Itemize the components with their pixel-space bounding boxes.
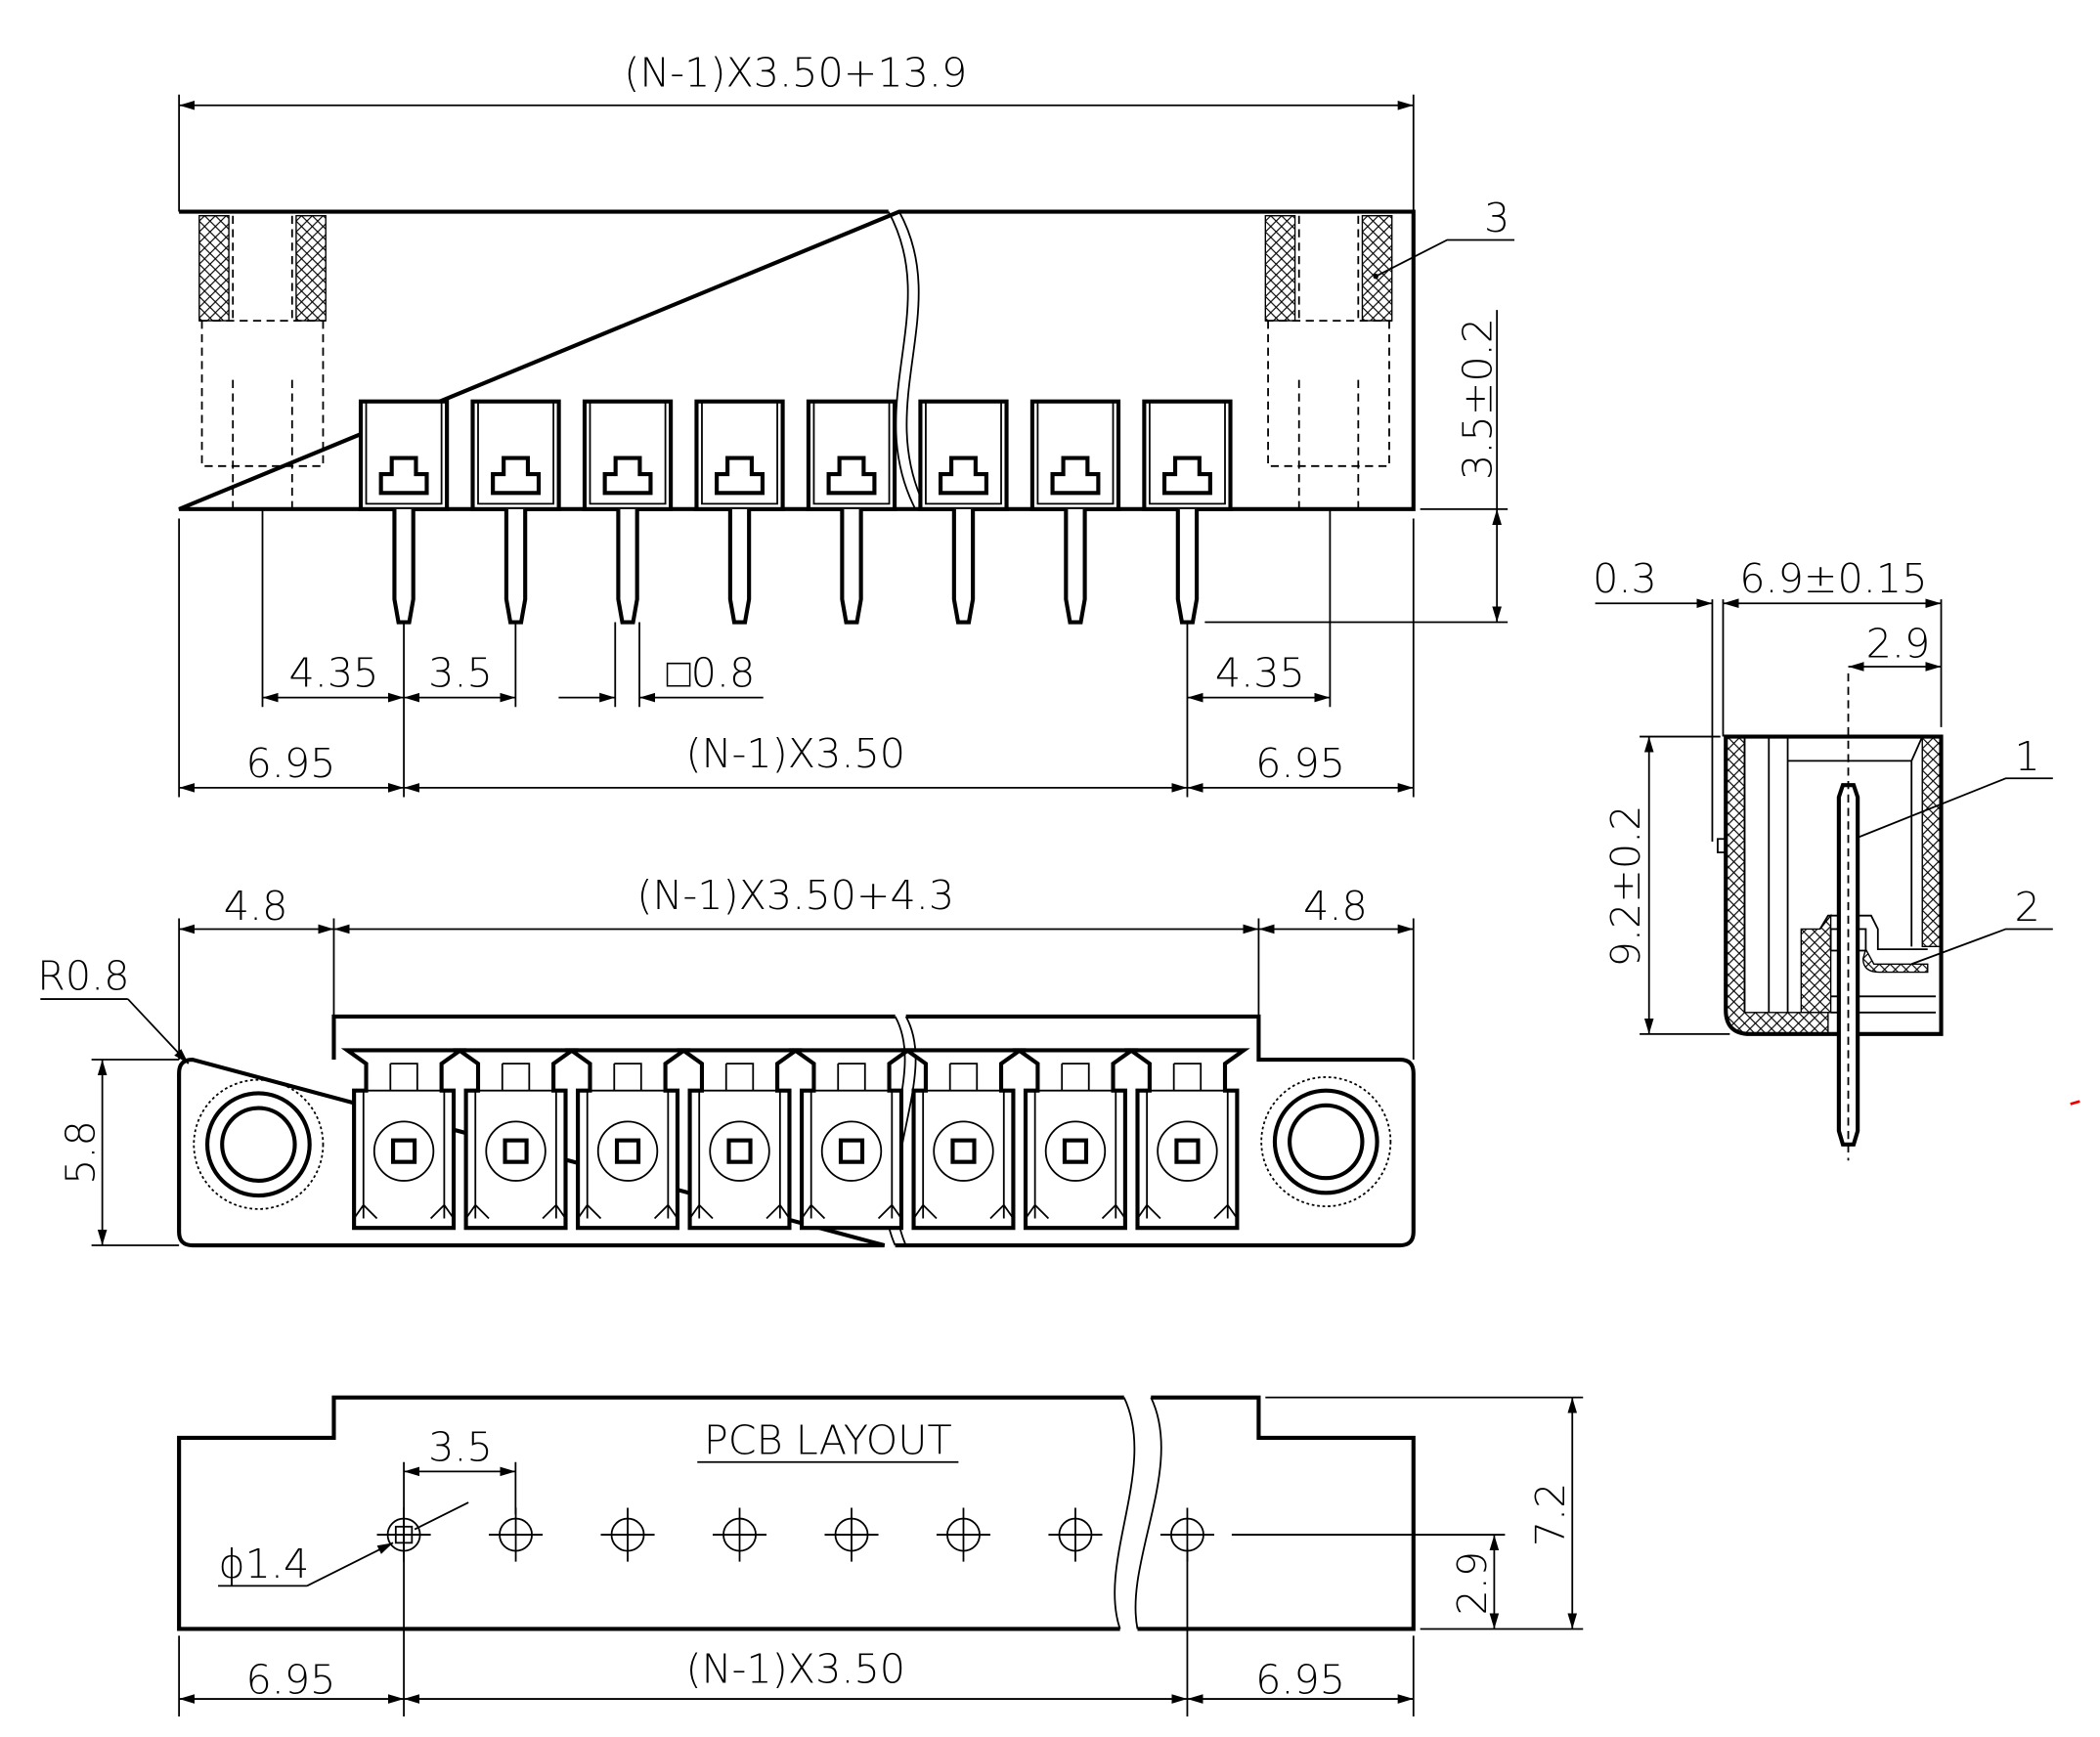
- overall-width-label: (N-1)X3.50+13.9: [624, 50, 967, 97]
- side-body-outline: [1724, 734, 1944, 1036]
- right-offset-label: 4.35: [1215, 650, 1305, 697]
- dim-pcb: 3.5 ϕ1.4 2.9 7.2 6.95 (N-1)X3.50 6.95: [178, 1396, 1584, 1716]
- front-terminal: [900, 1048, 1027, 1231]
- pcb-hole: [600, 1507, 655, 1562]
- top-pin: [918, 399, 1009, 625]
- left-flange-label: 4.8: [224, 883, 288, 930]
- red-mark: [2070, 1100, 2080, 1106]
- pin-length-label: 3.5±0.2: [1455, 318, 1502, 480]
- top-pin: [1142, 399, 1233, 625]
- top-pins: [358, 399, 1233, 625]
- pin-offset-label: 2.9: [1866, 620, 1931, 667]
- front-height-label: 5.8: [57, 1120, 104, 1185]
- pcb-hole: [1048, 1507, 1103, 1562]
- front-terminal: [677, 1048, 803, 1231]
- hole-diameter-label: ϕ1.4: [218, 1541, 309, 1587]
- pcb-pin-span-label: (N-1)X3.50: [685, 1646, 905, 1693]
- offset-label: 0.3: [1593, 555, 1657, 602]
- front-terminal: [1124, 1048, 1250, 1231]
- pcb-hole: [824, 1507, 879, 1562]
- pcb-right-end-label: 6.95: [1255, 1657, 1345, 1704]
- radius-label: R0.8: [37, 952, 129, 999]
- pcb-hole: [489, 1507, 544, 1562]
- right-flange-label: 4.8: [1303, 883, 1368, 930]
- left-offset-label: 4.35: [289, 650, 379, 697]
- screw-flange-right: [1260, 1076, 1392, 1208]
- dim-side: 0.3 6.9±0.15 2.9 9.2±0.2 1 2: [1593, 555, 2053, 1035]
- pcb-layout: PCB LAYOUT 3.5 ϕ1.4 2.9 7.2 6.95 (N-1)X3…: [177, 1395, 1584, 1716]
- pcb-hole: [712, 1507, 767, 1562]
- pin-span-label: (N-1)X3.50: [685, 730, 905, 777]
- middle-width-label: (N-1)X3.50+4.3: [636, 872, 954, 919]
- front-terminal: [564, 1048, 691, 1231]
- dim-front-height: 5.8: [57, 1059, 180, 1246]
- screw-insert-right: [1264, 215, 1393, 509]
- callout-1-label: 1: [2015, 733, 2040, 780]
- front-terminal: [1012, 1048, 1139, 1231]
- left-end-label: 6.95: [245, 740, 335, 787]
- front-terminal: [453, 1048, 579, 1231]
- hole-row-offset-label: 2.9: [1449, 1551, 1496, 1616]
- screw-flange-left: [193, 1078, 325, 1210]
- side-height-label: 9.2±0.2: [1602, 804, 1649, 967]
- side-pin: [1836, 783, 1860, 1147]
- front-terminals: [340, 1048, 1250, 1231]
- top-view: (N-1)X3.50+13.9 3.5±0.2 3 4.35 3.5 □0.8 …: [178, 50, 1515, 798]
- dim-row-pitch: 4.35 3.5 □0.8 4.35 6.95 (N-1)X3.50 6.95: [178, 508, 1415, 798]
- break-line: [887, 211, 928, 510]
- depth-label: 6.9±0.15: [1739, 555, 1927, 602]
- right-end-label: 6.95: [1255, 740, 1345, 787]
- break-line: [1114, 1397, 1162, 1629]
- callout-3-label: 3: [1484, 195, 1509, 241]
- front-terminal: [788, 1048, 915, 1231]
- pcb-layout-title: PCB LAYOUT: [704, 1416, 952, 1463]
- pcb-hole: [936, 1507, 991, 1562]
- pcb-left-end-label: 6.95: [245, 1657, 335, 1704]
- dim-radius: R0.8: [37, 952, 190, 1064]
- top-pin: [358, 399, 450, 625]
- pin-size-label: □0.8: [667, 650, 756, 697]
- dim-callout-3: 3: [1373, 195, 1515, 280]
- pcb-depth-label: 7.2: [1527, 1483, 1574, 1547]
- top-pin: [470, 399, 561, 625]
- screw-insert-left: [198, 215, 327, 509]
- pitch-label: 3.5: [428, 650, 493, 697]
- pcb-outline: [177, 1395, 1416, 1631]
- top-pin: [806, 399, 897, 625]
- pcb-pitch-label: 3.5: [428, 1423, 493, 1470]
- dim-overall-width: (N-1)X3.50+13.9: [178, 50, 1415, 212]
- dim-front-widths: 4.8 (N-1)X3.50+4.3 4.8: [178, 872, 1415, 1061]
- front-view: 4.8 (N-1)X3.50+4.3 4.8 R0.8 5.8: [37, 872, 1416, 1248]
- callout-2-label: 2: [2015, 884, 2040, 931]
- top-pin: [582, 399, 674, 625]
- top-pin: [694, 399, 785, 625]
- side-view: 0.3 6.9±0.15 2.9 9.2±0.2 1 2: [1593, 555, 2053, 1161]
- dim-pin-length: 3.5±0.2: [1204, 310, 1509, 624]
- top-pin: [1029, 399, 1121, 625]
- pcb-holes: [376, 1507, 1214, 1562]
- front-terminal: [340, 1048, 467, 1231]
